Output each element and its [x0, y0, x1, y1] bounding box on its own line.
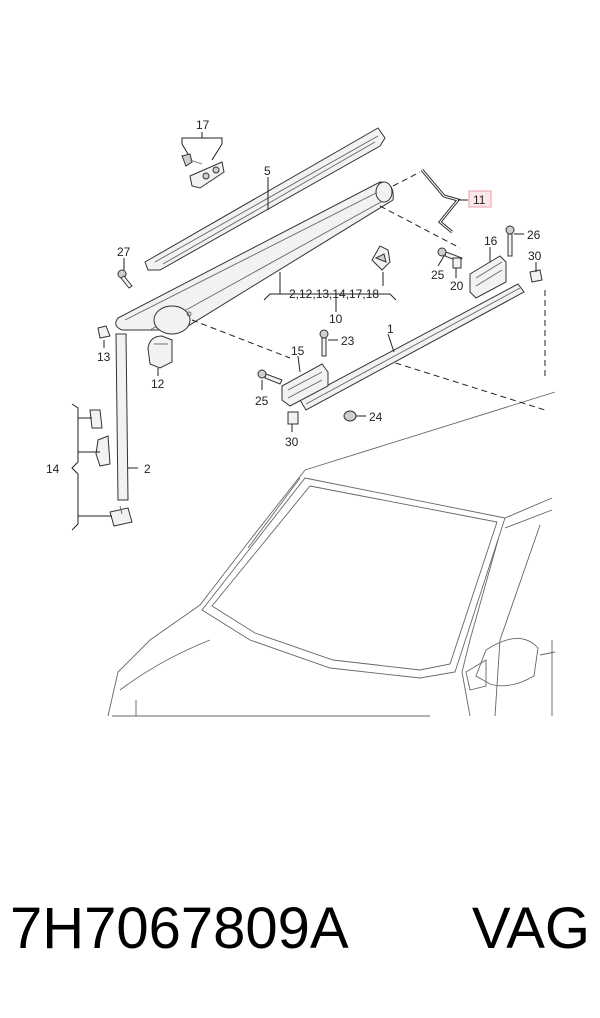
callout-25-top: 25 [431, 268, 445, 282]
callout-14: 14 [46, 462, 60, 476]
callout-1: 1 [387, 322, 394, 336]
callout-23: 23 [341, 334, 355, 348]
callout-10-list: 2,12,13,14,17,18 [289, 287, 379, 301]
screw-27 [117, 269, 133, 289]
dashed-reference-lines [191, 171, 546, 411]
callout-2: 2 [144, 462, 151, 476]
callout-30-top: 30 [528, 249, 542, 263]
part-11-rod [420, 169, 461, 234]
end-cap-12 [147, 335, 173, 369]
screw-26 [505, 225, 515, 257]
part-5-trim-strip [144, 127, 386, 271]
part-17-bracket [181, 153, 225, 189]
callout-5: 5 [264, 164, 271, 178]
callout-27: 27 [117, 245, 131, 259]
vehicle-outline [107, 391, 556, 717]
clip-30a [529, 269, 543, 283]
callout-11[interactable]: 11 [473, 193, 486, 207]
nut-24 [343, 410, 357, 422]
callout-10: 10 [329, 312, 343, 326]
leader-lines [71, 132, 537, 531]
callout-13: 13 [97, 350, 111, 364]
cap-13 [97, 325, 111, 339]
screw-23 [319, 329, 329, 357]
callout-20: 20 [450, 279, 464, 293]
part-14-clips [89, 409, 133, 527]
callout-26: 26 [527, 228, 541, 242]
clip-30b [287, 411, 299, 425]
callout-30-bottom: 30 [285, 435, 299, 449]
nut-20 [452, 257, 462, 269]
brand-label: VAG [471, 896, 590, 961]
callout-24: 24 [369, 410, 383, 424]
callout-labels: 17 5 11 27 16 26 25 20 30 2,12,13,14,17,… [46, 118, 542, 476]
part-16-bracket [469, 255, 507, 299]
highlight-box [468, 190, 492, 208]
part-2-vertical-strip [115, 333, 129, 501]
callout-15: 15 [291, 344, 305, 358]
screw-25b [257, 369, 283, 385]
callout-25-bottom: 25 [255, 394, 269, 408]
part-number: 7H7067809A [10, 896, 349, 961]
part-15-bracket [281, 363, 329, 407]
callout-17: 17 [196, 118, 210, 132]
callout-16: 16 [484, 234, 498, 248]
footer: 7H7067809A VAG [10, 895, 590, 975]
part-1-lower-rail [299, 283, 525, 411]
part-10-roof-rail [115, 181, 394, 335]
callout-12: 12 [151, 377, 165, 391]
center-clip [371, 245, 391, 271]
